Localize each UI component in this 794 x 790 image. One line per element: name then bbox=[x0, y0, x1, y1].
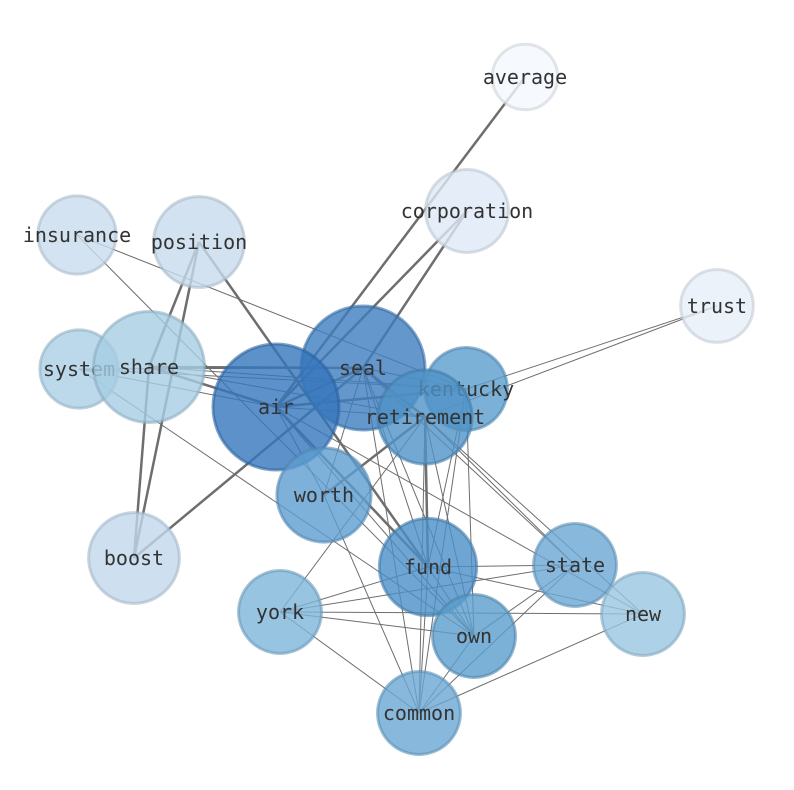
node-circle-insurance bbox=[36, 194, 118, 276]
node-circle-corporation bbox=[424, 168, 510, 254]
node-label-own: own bbox=[456, 624, 492, 648]
node-label-trust: trust bbox=[687, 294, 747, 318]
node-label-common: common bbox=[383, 701, 455, 725]
node-label-position: position bbox=[151, 230, 247, 254]
node-label-air: air bbox=[258, 395, 294, 419]
node-circle-trust bbox=[679, 268, 755, 344]
node-boost[interactable]: boost bbox=[87, 511, 181, 605]
node-label-worth: worth bbox=[294, 483, 354, 507]
node-circle-state bbox=[532, 522, 618, 608]
node-circle-fund bbox=[377, 516, 479, 618]
node-worth[interactable]: worth bbox=[275, 446, 373, 544]
node-circle-position bbox=[152, 195, 246, 289]
node-trust[interactable]: trust bbox=[679, 268, 755, 344]
node-label-share: share bbox=[119, 355, 179, 379]
node-circle-average bbox=[490, 42, 560, 112]
node-label-insurance: insurance bbox=[23, 223, 131, 247]
node-circle-new bbox=[600, 571, 686, 657]
node-circle-retirement bbox=[376, 368, 474, 466]
node-circle-air bbox=[211, 342, 341, 472]
node-circle-share bbox=[92, 310, 206, 424]
graph-nodes: average corporation insurance position trust… bbox=[23, 42, 755, 756]
node-new[interactable]: new bbox=[600, 571, 686, 657]
node-label-seal: seal bbox=[339, 356, 387, 380]
node-label-state: state bbox=[545, 553, 605, 577]
node-label-new: new bbox=[625, 602, 662, 626]
node-circle-own bbox=[431, 593, 517, 679]
node-circle-common bbox=[376, 670, 462, 756]
node-retirement[interactable]: retirement bbox=[365, 368, 485, 466]
node-circle-york bbox=[237, 569, 323, 655]
edge-trust-kentucky bbox=[465, 305, 718, 390]
node-york[interactable]: york bbox=[237, 569, 323, 655]
node-own[interactable]: own bbox=[431, 593, 517, 679]
node-label-average: average bbox=[483, 65, 567, 89]
node-insurance[interactable]: insurance bbox=[23, 194, 131, 276]
node-air[interactable]: air bbox=[211, 342, 341, 472]
node-label-fund: fund bbox=[404, 555, 452, 579]
node-label-boost: boost bbox=[104, 546, 164, 570]
node-average[interactable]: average bbox=[483, 42, 567, 112]
node-position[interactable]: position bbox=[151, 195, 247, 289]
node-label-corporation: corporation bbox=[401, 199, 533, 223]
node-label-retirement: retirement bbox=[365, 405, 485, 429]
node-fund[interactable]: fund bbox=[377, 516, 479, 618]
node-state[interactable]: state bbox=[532, 522, 618, 608]
node-circle-boost bbox=[87, 511, 181, 605]
node-common[interactable]: common bbox=[376, 670, 462, 756]
node-label-york: york bbox=[256, 600, 304, 624]
node-circle-worth bbox=[275, 446, 373, 544]
node-corporation[interactable]: corporation bbox=[401, 168, 533, 254]
node-share[interactable]: share bbox=[92, 310, 206, 424]
